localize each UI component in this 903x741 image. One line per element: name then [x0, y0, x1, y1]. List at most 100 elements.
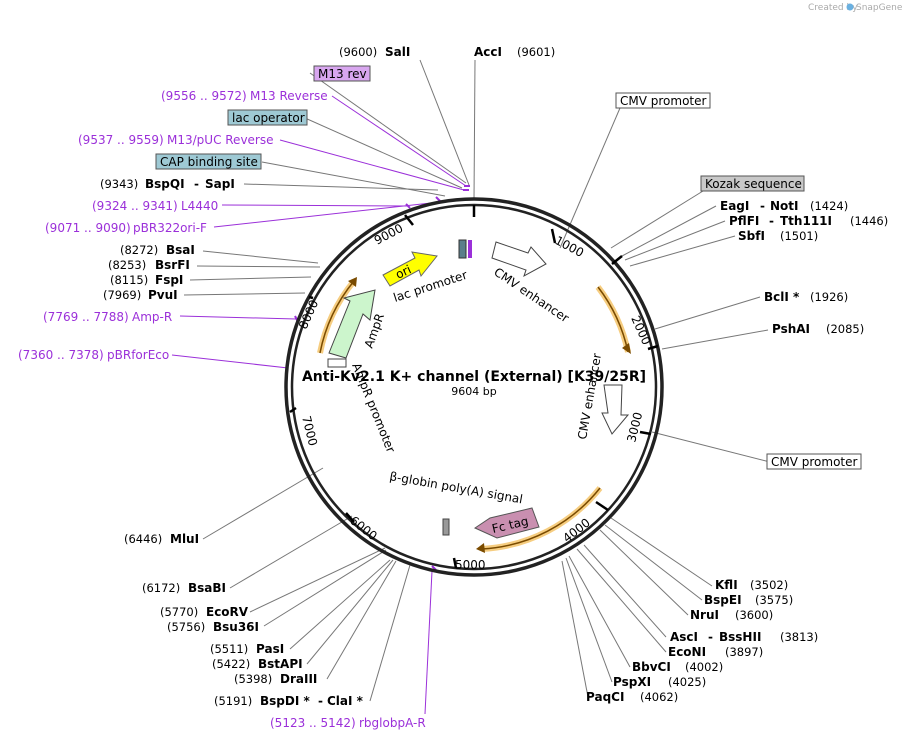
svg-text:EagI: EagI	[720, 199, 749, 213]
site-ecorv[interactable]: (5770) EcoRV	[160, 605, 249, 619]
site-bbvci[interactable]: BbvCI (4002)	[632, 660, 723, 674]
svg-text:L4440: L4440	[181, 199, 218, 213]
lac-operator-label: lac operator	[232, 111, 305, 125]
m13-rev-label: M13 rev	[318, 67, 367, 81]
primer-pbr322ori-f[interactable]: (9071 .. 9090) pBR322ori-F	[45, 221, 207, 235]
svg-text:ClaI *: ClaI *	[327, 694, 364, 708]
svg-text:(5756): (5756)	[167, 620, 205, 634]
svg-text:EcoNI: EcoNI	[668, 645, 706, 659]
svg-text:(9601): (9601)	[517, 45, 555, 59]
svg-text:-: -	[708, 630, 713, 644]
site-kfli[interactable]: KflI (3502)	[715, 578, 788, 592]
site-pspxi[interactable]: PspXI (4025)	[613, 675, 706, 689]
svg-text:KflI: KflI	[715, 578, 738, 592]
svg-text:(4062): (4062)	[640, 690, 678, 704]
site-acci[interactable]: AccI (9601)	[474, 45, 555, 59]
svg-text:MluI: MluI	[170, 532, 199, 546]
primer-amp-r[interactable]: (7769 .. 7788) Amp-R	[43, 310, 172, 324]
site-bsu36i[interactable]: (5756) Bsu36I	[167, 620, 259, 634]
site-bsabi[interactable]: (6172) BsaBI	[142, 581, 226, 595]
svg-text:-: -	[769, 214, 774, 228]
site-bspqi-sapi[interactable]: (9343) BspQI - SapI	[100, 177, 235, 191]
svg-text:BbvCI: BbvCI	[632, 660, 671, 674]
site-pshai[interactable]: PshAI (2085)	[772, 322, 864, 336]
svg-text:NotI: NotI	[770, 199, 799, 213]
site-econi[interactable]: EcoNI (3897)	[668, 645, 763, 659]
site-fspi[interactable]: (8115) FspI	[110, 273, 183, 287]
svg-text:BsaI: BsaI	[166, 243, 195, 257]
svg-text:(7769 .. 7788): (7769 .. 7788)	[43, 310, 129, 324]
svg-text:M13 Reverse: M13 Reverse	[250, 89, 328, 103]
svg-text:SalI: SalI	[385, 45, 410, 59]
lac-operator-box[interactable]: lac operator	[227, 109, 308, 126]
svg-text:(1501): (1501)	[780, 229, 818, 243]
svg-text:-: -	[194, 177, 199, 191]
site-asci-bsshii[interactable]: AscI - BssHII (3813)	[670, 630, 818, 644]
svg-text:PvuI: PvuI	[148, 288, 178, 302]
svg-text:pBR322ori-F: pBR322ori-F	[133, 221, 207, 235]
svg-text:(9537 .. 9559): (9537 .. 9559)	[78, 133, 164, 147]
cmv-enhancer-2-arrow	[601, 384, 630, 435]
svg-text:EcoRV: EcoRV	[206, 605, 249, 619]
site-bspei[interactable]: BspEI (3575)	[704, 593, 793, 607]
site-sali[interactable]: (9600) SalI	[339, 45, 410, 59]
site-draiii[interactable]: (5398) DraIII	[234, 672, 317, 686]
site-nrui[interactable]: NruI (3600)	[690, 608, 773, 622]
svg-text:(6446): (6446)	[124, 532, 162, 546]
cmv-enhancer-1-arrow	[491, 241, 547, 278]
svg-text:(7360 .. 7378): (7360 .. 7378)	[18, 348, 104, 362]
site-bsai[interactable]: (8272) BsaI	[120, 243, 195, 257]
svg-text:(3813): (3813)	[780, 630, 818, 644]
svg-text:BclI *: BclI *	[764, 290, 800, 304]
svg-text:(3897): (3897)	[725, 645, 763, 659]
svg-text:(5398): (5398)	[234, 672, 272, 686]
map-title: Anti-Kv2.1 K+ channel (External) [K39/25…	[302, 369, 646, 385]
tick-marks	[289, 205, 659, 569]
cap-binding-site-box[interactable]: CAP binding site	[155, 153, 262, 170]
svg-text:(5123 .. 5142): (5123 .. 5142)	[270, 716, 356, 730]
svg-text:(9556 .. 9572): (9556 .. 9572)	[161, 89, 247, 103]
svg-text:M13/pUC Reverse: M13/pUC Reverse	[167, 133, 274, 147]
cmv-promoter-2-label: CMV promoter	[771, 455, 858, 469]
primer-m13-reverse[interactable]: (9556 .. 9572) M13 Reverse	[161, 89, 328, 103]
primer-pbrforeco[interactable]: (7360 .. 7378) pBRforEco	[18, 348, 169, 362]
kozak-sequence-box[interactable]: Kozak sequence	[700, 175, 805, 192]
site-eagi-noti[interactable]: EagI - NotI (1424)	[720, 199, 848, 213]
svg-text:BsrFI: BsrFI	[155, 258, 190, 272]
map-length: 9604 bp	[451, 385, 496, 398]
primer-markers	[294, 185, 470, 571]
svg-text:Bsu36I: Bsu36I	[213, 620, 259, 634]
tick-label-7000: 7000	[299, 414, 320, 447]
svg-text:SapI: SapI	[205, 177, 235, 191]
site-leader-lines	[183, 59, 771, 702]
svg-text:BspEI: BspEI	[704, 593, 742, 607]
svg-text:(5191): (5191)	[214, 694, 252, 708]
site-bcli[interactable]: BclI * (1926)	[764, 290, 848, 304]
svg-text:PflFI: PflFI	[729, 214, 759, 228]
site-bspdi-clai[interactable]: (5191) BspDI * - ClaI *	[214, 694, 364, 708]
primer-rbglobpa-r[interactable]: (5123 .. 5142) rbglobpA-R	[270, 716, 426, 730]
svg-text:PspXI: PspXI	[613, 675, 651, 689]
svg-text:rbglobpA-R: rbglobpA-R	[359, 716, 426, 730]
site-sbfi[interactable]: SbfI (1501)	[738, 229, 818, 243]
site-pvui[interactable]: (7969) PvuI	[103, 288, 178, 302]
cap-binding-site-label: CAP binding site	[160, 155, 258, 169]
cmv-enhancer-2-label: CMV enhancer	[575, 352, 604, 440]
site-paqci[interactable]: PaqCI (4062)	[586, 690, 678, 704]
cmv-promoter-2-box[interactable]: CMV promoter	[766, 453, 862, 470]
site-bstapi[interactable]: (5422) BstAPI	[212, 657, 303, 671]
primer-l4440[interactable]: (9324 .. 9341) L4440	[92, 199, 218, 213]
site-mlui[interactable]: (6446) MluI	[124, 532, 199, 546]
m13-rev-box[interactable]: M13 rev	[313, 65, 371, 82]
primer-leader-lines	[171, 95, 467, 715]
svg-text:pBRforEco: pBRforEco	[107, 348, 169, 362]
svg-text:(1446): (1446)	[850, 214, 888, 228]
ori-label: ori	[393, 262, 413, 281]
svg-text:AccI: AccI	[474, 45, 502, 59]
primer-m13-puc-reverse[interactable]: (9537 .. 9559) M13/pUC Reverse	[78, 133, 274, 147]
site-pflfi-tth111i[interactable]: PflFI - Tth111I (1446)	[729, 214, 888, 228]
cmv-promoter-1-box[interactable]: CMV promoter	[615, 92, 711, 109]
site-bsrfi[interactable]: (8253) BsrFI	[108, 258, 190, 272]
site-pasi[interactable]: (5511) PasI	[210, 642, 284, 656]
